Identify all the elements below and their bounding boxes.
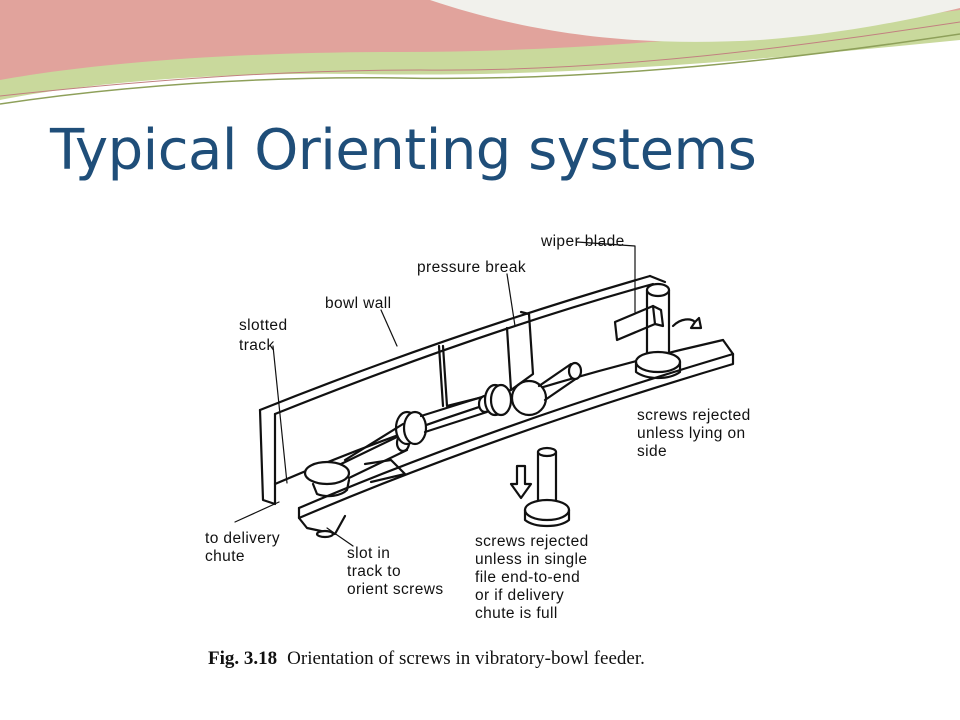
delivery-block xyxy=(363,458,407,484)
screw-in-track-4 xyxy=(510,361,583,417)
standing-rejected-screw xyxy=(523,446,571,528)
label-slotted-track-line1: slotted xyxy=(239,317,287,334)
label-rejected-side-line1: screws rejected xyxy=(637,407,751,424)
rotation-arrow-icon xyxy=(671,316,703,330)
figure-caption: Fig. 3.18 Orientation of screws in vibrat… xyxy=(208,648,645,670)
label-delivery-line1: to delivery xyxy=(205,530,280,547)
label-wiper-blade: wiper blade xyxy=(540,233,625,250)
label-slot-line1: slot in xyxy=(347,545,390,562)
label-rejected-side-line3: side xyxy=(637,443,667,460)
label-pressure-break: pressure break xyxy=(417,259,526,276)
label-slot-line2: track to xyxy=(347,563,401,580)
slide-title: Typical Orienting systems xyxy=(50,118,757,183)
label-bowl-wall: bowl wall xyxy=(325,295,392,312)
bowl-feeder-diagram: wiper blade pressure break bowl wall slo… xyxy=(205,233,751,622)
screw-in-track-2 xyxy=(343,410,428,462)
track-foot xyxy=(315,529,335,539)
label-rejected-file-line1: screws rejected xyxy=(475,533,589,550)
label-rejected-file-line3: file end-to-end xyxy=(475,569,580,586)
label-slot-line3: orient screws xyxy=(347,581,444,598)
screw-in-track-3 xyxy=(419,383,513,434)
label-delivery-line2: chute xyxy=(205,548,245,565)
label-slotted-track-line2: track xyxy=(239,337,275,354)
label-rejected-file-line4: or if delivery xyxy=(475,587,564,604)
down-arrow-icon xyxy=(509,464,533,500)
header-wave-banner xyxy=(0,0,960,105)
bowl-wall-outline xyxy=(258,274,667,506)
screw-in-slot-1 xyxy=(303,433,411,498)
wiper-blade-assembly xyxy=(613,282,682,380)
leader-lines xyxy=(234,241,636,547)
figure-caption-text: Orientation of screws in vibratory-bowl … xyxy=(287,648,645,669)
label-rejected-side-line2: unless lying on xyxy=(637,425,746,442)
label-rejected-file-line5: chute is full xyxy=(475,605,558,622)
figure-number: Fig. 3.18 xyxy=(208,648,278,669)
label-rejected-file-line2: unless in single xyxy=(475,551,587,568)
